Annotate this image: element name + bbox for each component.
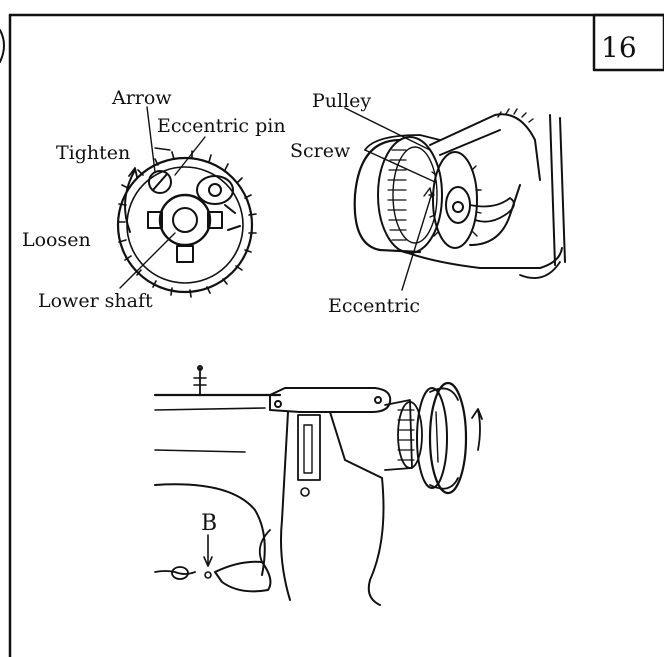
- pulley-eccentric-detail: [344, 107, 566, 291]
- timing-belt-icon: [429, 108, 541, 246]
- label-arrow: Arrow: [111, 87, 172, 109]
- page-number-box: 16: [592, 13, 664, 72]
- page-number: 16: [601, 31, 637, 64]
- label-pulley: Pulley: [312, 90, 371, 112]
- label-b: B: [201, 511, 217, 536]
- label-loosen: Loosen: [22, 229, 91, 251]
- handwheel-icon: [384, 381, 468, 495]
- thread-guide-pin-icon: [193, 365, 207, 396]
- top-cover-plate: [269, 387, 392, 413]
- label-lower-shaft: Lower shaft: [38, 290, 153, 312]
- machine-bed: [154, 529, 272, 593]
- rotation-arrow-icon: [124, 167, 138, 233]
- column-slot: [297, 414, 321, 481]
- label-eccentric-pin: Eccentric pin: [157, 115, 286, 137]
- rotation-direction-icon: [471, 408, 483, 451]
- hub-icon: [147, 193, 241, 263]
- eccentric-pin-icon: [196, 175, 234, 205]
- label-screw: Screw: [290, 140, 351, 162]
- label-eccentric: Eccentric: [328, 295, 420, 317]
- machine-arm-view: [153, 365, 483, 606]
- lower-shaft-eccentric-detail: [116, 106, 257, 298]
- point-b-arrow-icon: [203, 534, 213, 567]
- set-screw-icon: [148, 170, 172, 194]
- pulley-icon: [428, 151, 482, 249]
- gear-outline: [116, 150, 257, 298]
- label-tighten: Tighten: [56, 142, 130, 164]
- page-frame: [0, 13, 664, 657]
